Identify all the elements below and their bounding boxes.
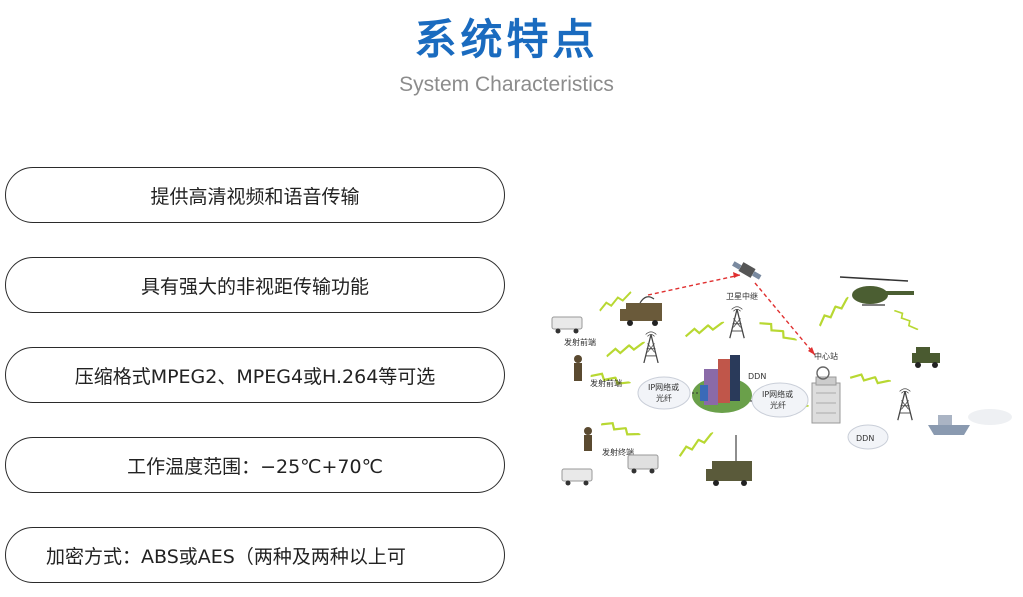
satellite-icon bbox=[732, 261, 762, 280]
van-icon-bottom-2 bbox=[627, 454, 659, 474]
armored-vehicle-icon bbox=[912, 347, 940, 368]
page-title: 系统特点 bbox=[414, 15, 599, 64]
label-ddn-1: DDN bbox=[748, 372, 766, 381]
network-diagram: 发射前端 发射前端 卫星中继 IP网络或 光纤 DDN bbox=[551, 261, 1012, 486]
van-icon-top bbox=[551, 316, 583, 334]
feature-item-nlos: 具有强大的非视距传输功能 bbox=[5, 257, 505, 313]
ip-network-cloud-2: IP网络或 光纤 bbox=[751, 382, 809, 418]
center-station-icon bbox=[811, 366, 841, 424]
helicopter-icon bbox=[839, 276, 914, 306]
relay-tower-icon-3 bbox=[897, 388, 913, 421]
ddn-cloud: DDN bbox=[847, 424, 889, 450]
ip-network-cloud-1: IP网络或 光纤 bbox=[637, 376, 691, 410]
ship-icon bbox=[928, 409, 1012, 435]
soldier-icon-2 bbox=[584, 427, 592, 451]
soldier-icon-1 bbox=[574, 355, 582, 381]
svg-text:DDN: DDN bbox=[856, 434, 874, 443]
label-front-end-2: 发射前端 bbox=[590, 378, 622, 388]
svg-text:IP网络或: IP网络或 bbox=[648, 382, 679, 392]
satellite-uplink bbox=[647, 274, 741, 296]
feature-item-encryption: 加密方式：ABS或AES（两种及两种以上可 bbox=[5, 527, 505, 583]
comms-truck-icon bbox=[620, 296, 662, 326]
page-subtitle: System Characteristics bbox=[399, 73, 614, 96]
svg-text:光纤: 光纤 bbox=[656, 393, 672, 403]
relay-tower-icon-1 bbox=[643, 331, 659, 363]
svg-text:光纤: 光纤 bbox=[770, 400, 786, 410]
label-center-station: 中心站 bbox=[814, 351, 838, 361]
feature-item-compression: 压缩格式MPEG2、MPEG4或H.264等可选 bbox=[5, 347, 505, 403]
feature-item-hd-video: 提供高清视频和语音传输 bbox=[5, 167, 505, 223]
relay-tower-icon-2 bbox=[729, 306, 745, 339]
satellite-downlink bbox=[754, 282, 816, 356]
city-buildings-icon bbox=[692, 355, 752, 413]
label-terminal: 发射终端 bbox=[602, 447, 634, 457]
feature-item-temperature: 工作温度范围：−25℃+70℃ bbox=[5, 437, 505, 493]
svg-text:IP网络或: IP网络或 bbox=[762, 389, 793, 399]
van-icon-bottom-1 bbox=[561, 468, 593, 486]
label-front-end-1: 发射前端 bbox=[564, 337, 596, 347]
label-satellite-relay: 卫星中继 bbox=[726, 291, 758, 301]
comms-truck-icon-bottom bbox=[706, 435, 752, 486]
